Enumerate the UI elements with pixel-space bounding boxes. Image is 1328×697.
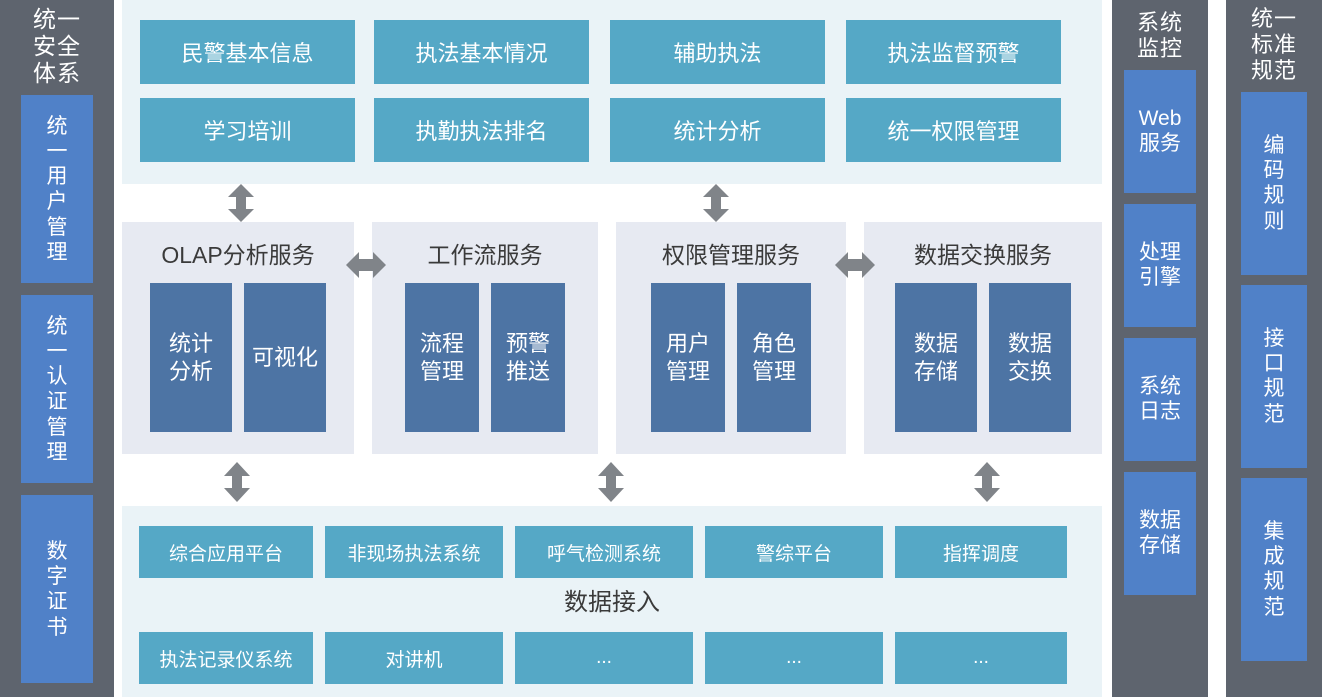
application-tile[interactable]: 统计分析 <box>610 98 825 162</box>
main-stack: 民警基本信息执法基本情况辅助执法执法监督预警学习培训执勤执法排名统计分析统一权限… <box>122 0 1102 697</box>
sidebar-item-data-storage[interactable]: 数据 存储 <box>1124 471 1196 595</box>
sidebar-item-digital-certificate[interactable]: 数 字 证 书 <box>21 495 93 684</box>
sidebar-item-coding-rule[interactable]: 编 码 规 则 <box>1241 91 1307 275</box>
service-olap-analysis-boxes: 统计 分析可视化 <box>122 283 354 432</box>
service-data-exchange-boxes: 数据 存储数据 交换 <box>864 283 1102 432</box>
arrow-exchange-to-data <box>974 462 1000 502</box>
application-tile[interactable]: 执法监督预警 <box>846 20 1061 84</box>
data-source-tile[interactable]: 指挥调度 <box>895 526 1067 578</box>
arrow-permission-exchange <box>835 246 875 284</box>
service-workflow-boxes: 流程 管理预警 推送 <box>372 283 598 432</box>
service-data-exchange-title: 数据交换服务 <box>914 242 1052 268</box>
service-permission-management-boxes: 用户 管理角色 管理 <box>616 283 846 432</box>
application-layer-panel: 民警基本信息执法基本情况辅助执法执法监督预警学习培训执勤执法排名统计分析统一权限… <box>122 0 1102 184</box>
data-source-tile[interactable]: ... <box>515 632 693 684</box>
sidebar-unified-security-system: 统一 安全 体系 统 一 用 户 管 理统 一 认 证 管 理数 字 证 书 <box>0 0 114 697</box>
sidebar-standard-title: 统一 标准 规范 <box>1250 6 1297 83</box>
sidebar-item-unified-user-management[interactable]: 统 一 用 户 管 理 <box>21 95 93 284</box>
service-workflow: 工作流服务流程 管理预警 推送 <box>372 222 598 454</box>
data-source-tile[interactable]: 呼气检测系统 <box>515 526 693 578</box>
application-tile[interactable]: 统一权限管理 <box>846 98 1061 162</box>
arrow-app-to-olap <box>228 184 254 222</box>
service-module[interactable]: 用户 管理 <box>651 283 725 432</box>
application-tile[interactable]: 辅助执法 <box>610 20 825 84</box>
sidebar-item-interface-spec[interactable]: 接 口 规 范 <box>1241 284 1307 468</box>
sidebar-unified-standards: 统一 标准 规范 编 码 规 则接 口 规 范集 成 规 范 <box>1226 0 1322 697</box>
sidebar-monitor-title: 系统 监控 <box>1136 10 1183 61</box>
arrow-olap-to-data <box>224 462 250 502</box>
application-tile[interactable]: 民警基本信息 <box>140 20 355 84</box>
service-data-exchange: 数据交换服务数据 存储数据 交换 <box>864 222 1102 454</box>
data-source-tile[interactable]: ... <box>895 632 1067 684</box>
sidebar-item-web-service[interactable]: Web 服务 <box>1124 69 1196 193</box>
service-workflow-title: 工作流服务 <box>427 242 543 268</box>
data-source-tile[interactable]: 非现场执法系统 <box>325 526 503 578</box>
sidebar-security-items: 统 一 用 户 管 理统 一 认 证 管 理数 字 证 书 <box>0 87 114 697</box>
sidebar-monitor-items: Web 服务处理 引擎系统 日志数据 存储 <box>1112 62 1208 697</box>
service-permission-management: 权限管理服务用户 管理角色 管理 <box>616 222 846 454</box>
arrow-permission-to-data <box>598 462 624 502</box>
data-access-panel: 综合应用平台非现场执法系统呼气检测系统警综平台指挥调度 数据接入 执法记录仪系统… <box>122 506 1102 697</box>
service-module[interactable]: 数据 交换 <box>989 283 1071 432</box>
sidebar-security-title: 统一 安全 体系 <box>33 6 81 87</box>
application-tile[interactable]: 执法基本情况 <box>374 20 589 84</box>
service-module[interactable]: 流程 管理 <box>405 283 479 432</box>
data-source-tile[interactable]: 执法记录仪系统 <box>139 632 313 684</box>
sidebar-item-unified-auth-management[interactable]: 统 一 认 证 管 理 <box>21 295 93 484</box>
service-module[interactable]: 统计 分析 <box>150 283 232 432</box>
data-source-tile[interactable]: 综合应用平台 <box>139 526 313 578</box>
data-source-tile[interactable]: ... <box>705 632 883 684</box>
data-source-tile[interactable]: 对讲机 <box>325 632 503 684</box>
data-source-tile[interactable]: 警综平台 <box>705 526 883 578</box>
data-access-label: 数据接入 <box>564 589 660 616</box>
service-module[interactable]: 可视化 <box>244 283 326 432</box>
service-olap-analysis: OLAP分析服务统计 分析可视化 <box>122 222 354 454</box>
service-olap-analysis-title: OLAP分析服务 <box>161 242 315 268</box>
service-module[interactable]: 角色 管理 <box>737 283 811 432</box>
service-module[interactable]: 预警 推送 <box>491 283 565 432</box>
arrow-app-to-permission <box>703 184 729 222</box>
service-permission-management-title: 权限管理服务 <box>662 242 800 268</box>
application-tile[interactable]: 执勤执法排名 <box>374 98 589 162</box>
arrow-olap-workflow <box>346 246 386 284</box>
sidebar-standard-items: 编 码 规 则接 口 规 范集 成 规 范 <box>1226 84 1322 697</box>
sidebar-item-process-engine[interactable]: 处理 引擎 <box>1124 203 1196 327</box>
sidebar-item-system-log[interactable]: 系统 日志 <box>1124 337 1196 461</box>
service-module[interactable]: 数据 存储 <box>895 283 977 432</box>
sidebar-system-monitor: 系统 监控 Web 服务处理 引擎系统 日志数据 存储 <box>1112 0 1208 697</box>
sidebar-item-integration-spec[interactable]: 集 成 规 范 <box>1241 477 1307 661</box>
application-tile[interactable]: 学习培训 <box>140 98 355 162</box>
